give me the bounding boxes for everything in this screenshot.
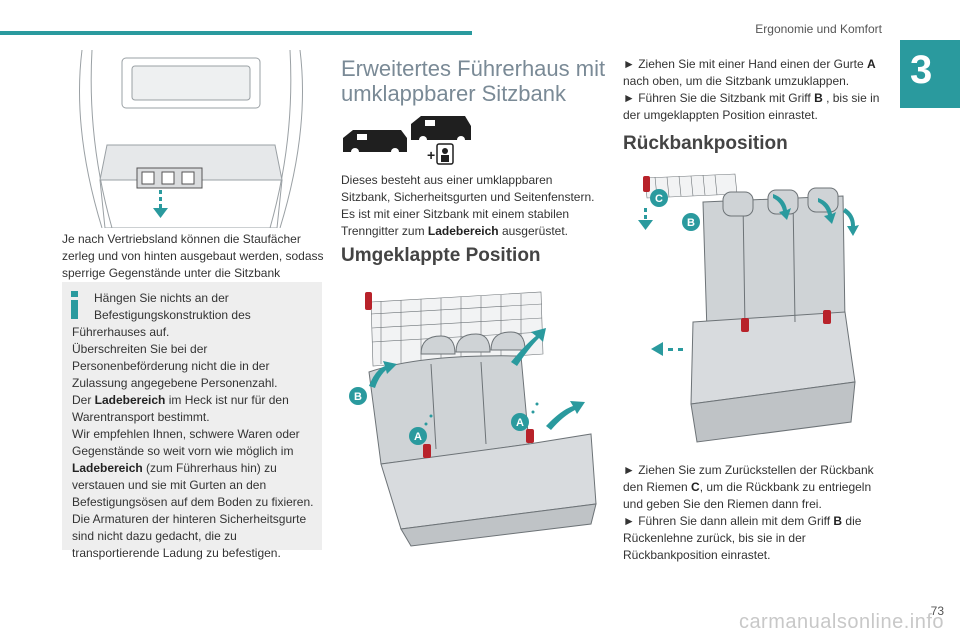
svg-text:B: B bbox=[354, 391, 362, 403]
chapter-title: Ergonomie und Komfort bbox=[755, 22, 882, 36]
info-line-3: Führerhauses auf. bbox=[72, 325, 170, 339]
chapter-number-tab: 3 bbox=[900, 40, 960, 108]
info-box: Hängen Sie nichts an der Befestigungskon… bbox=[62, 282, 322, 560]
rear-bench-illustration: C B bbox=[638, 173, 859, 443]
cab-intro: Dieses besteht aus einer umklappbaren Si… bbox=[341, 173, 595, 238]
info-line-2: Befestigungskonstruktion des bbox=[94, 308, 251, 322]
header-accent-bar bbox=[0, 31, 472, 35]
svg-text:A: A bbox=[414, 431, 422, 443]
folded-bench-illustration: B A A bbox=[349, 291, 597, 547]
info-paragraph-4: Wir empfehlen Ihnen, schwere Waren oder … bbox=[72, 427, 314, 509]
svg-text:+: + bbox=[427, 147, 435, 163]
watermark: carmanualsonline.info bbox=[738, 611, 944, 633]
svg-text:B: B bbox=[687, 217, 695, 229]
folded-position-heading: Umgeklappte Position bbox=[341, 245, 541, 266]
fold-step-2: ► Führen Sie die Sitzbank mit Griff B , … bbox=[623, 91, 880, 122]
van-variant-icons: + bbox=[343, 116, 471, 165]
rear-bench-position-heading: Rückbankposition bbox=[623, 133, 788, 154]
info-paragraph-2: Überschreiten Sie bei der Personenbeförd… bbox=[72, 342, 278, 390]
return-step-2: ► Führen Sie dann allein mit dem Griff B… bbox=[623, 514, 862, 562]
storage-compartment-illustration bbox=[79, 50, 303, 228]
info-icon bbox=[71, 291, 78, 319]
info-line-1: Hängen Sie nichts an der bbox=[94, 291, 229, 305]
page-number: 73 bbox=[930, 604, 944, 618]
section-heading: Erweitertes Führerhaus mit umklappbarer … bbox=[341, 56, 606, 106]
return-step-1: ► Ziehen Sie zum Zurückstellen der Rückb… bbox=[623, 463, 874, 511]
info-paragraph-3: Der Ladebereich im Heck ist nur für den … bbox=[72, 393, 289, 424]
svg-text:A: A bbox=[516, 417, 524, 429]
svg-text:C: C bbox=[655, 193, 663, 205]
fold-step-1: ► Ziehen Sie mit einer Hand einen der Gu… bbox=[623, 57, 876, 88]
info-paragraph-5: Die Armaturen der hinteren Sicherheitsgu… bbox=[72, 512, 307, 560]
